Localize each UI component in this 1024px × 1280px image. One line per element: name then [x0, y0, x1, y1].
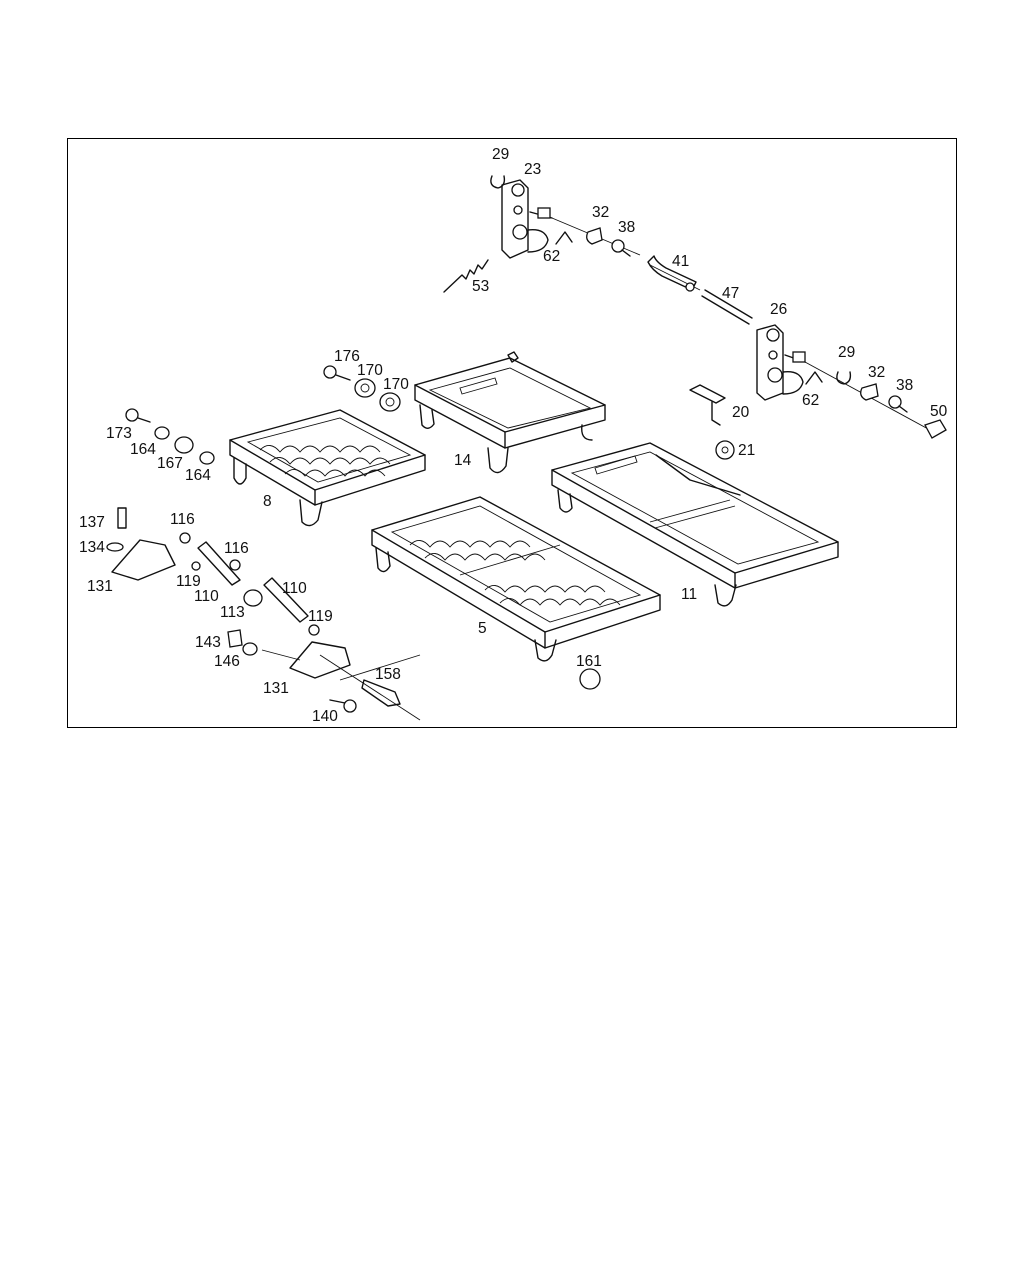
label-part: 11: [681, 586, 697, 603]
label-part: 53: [472, 278, 489, 295]
label-part: 164: [130, 441, 156, 458]
label-part: 170: [357, 362, 383, 379]
label-part: 38: [896, 377, 913, 394]
label-part: 23: [524, 161, 541, 178]
label-part: 62: [543, 248, 560, 265]
label-part: 41: [672, 253, 689, 270]
label-part: 38: [618, 219, 635, 236]
label-part: 29: [838, 344, 855, 361]
label-part: 173: [106, 425, 132, 442]
label-part: 14: [454, 452, 472, 469]
label-part: 26: [770, 301, 787, 318]
label-part: 110: [194, 588, 219, 605]
label-part: 137: [79, 514, 105, 531]
label-part: 110: [282, 580, 307, 597]
label-part: 140: [312, 708, 338, 725]
seat-frame-11: [551, 442, 839, 607]
hinge-bracket-23: [501, 179, 553, 259]
label-part: 113: [220, 604, 245, 621]
small-parts: [106, 175, 947, 713]
label-part: 20: [732, 404, 750, 421]
hinge-bracket-26: [756, 324, 806, 401]
label-part: 62: [802, 392, 819, 409]
label-part: 131: [87, 578, 113, 595]
label-part: 50: [930, 403, 948, 420]
label-part: 161: [576, 653, 602, 670]
label-part: 116: [170, 511, 195, 528]
label-part: 167: [157, 455, 183, 472]
label-part: 119: [308, 608, 333, 625]
seat-frame-14: [414, 351, 606, 474]
label-part: 21: [738, 442, 755, 459]
seat-frame-5: [371, 496, 661, 662]
label-part: 143: [195, 634, 221, 651]
label-part: 158: [375, 666, 401, 683]
label-part: 176: [334, 348, 360, 365]
label-part: 170: [383, 376, 409, 393]
label-part: 116: [224, 540, 249, 557]
label-part: 8: [263, 493, 272, 510]
label-part: 134: [79, 539, 105, 556]
label-part: 146: [214, 653, 240, 670]
label-part: 131: [263, 680, 289, 697]
label-part: 32: [592, 204, 609, 221]
diagram-frame: [67, 138, 957, 728]
label-part: 32: [868, 364, 885, 381]
part-labels: 29 23 32 38 62 41 53 47 26 29 32 38 62 5…: [79, 146, 948, 725]
seat-frame-8: [229, 409, 426, 527]
label-part: 119: [176, 573, 201, 590]
label-part: 47: [722, 285, 739, 302]
label-part: 29: [492, 146, 509, 163]
label-part: 5: [478, 620, 487, 637]
label-part: 164: [185, 467, 211, 484]
